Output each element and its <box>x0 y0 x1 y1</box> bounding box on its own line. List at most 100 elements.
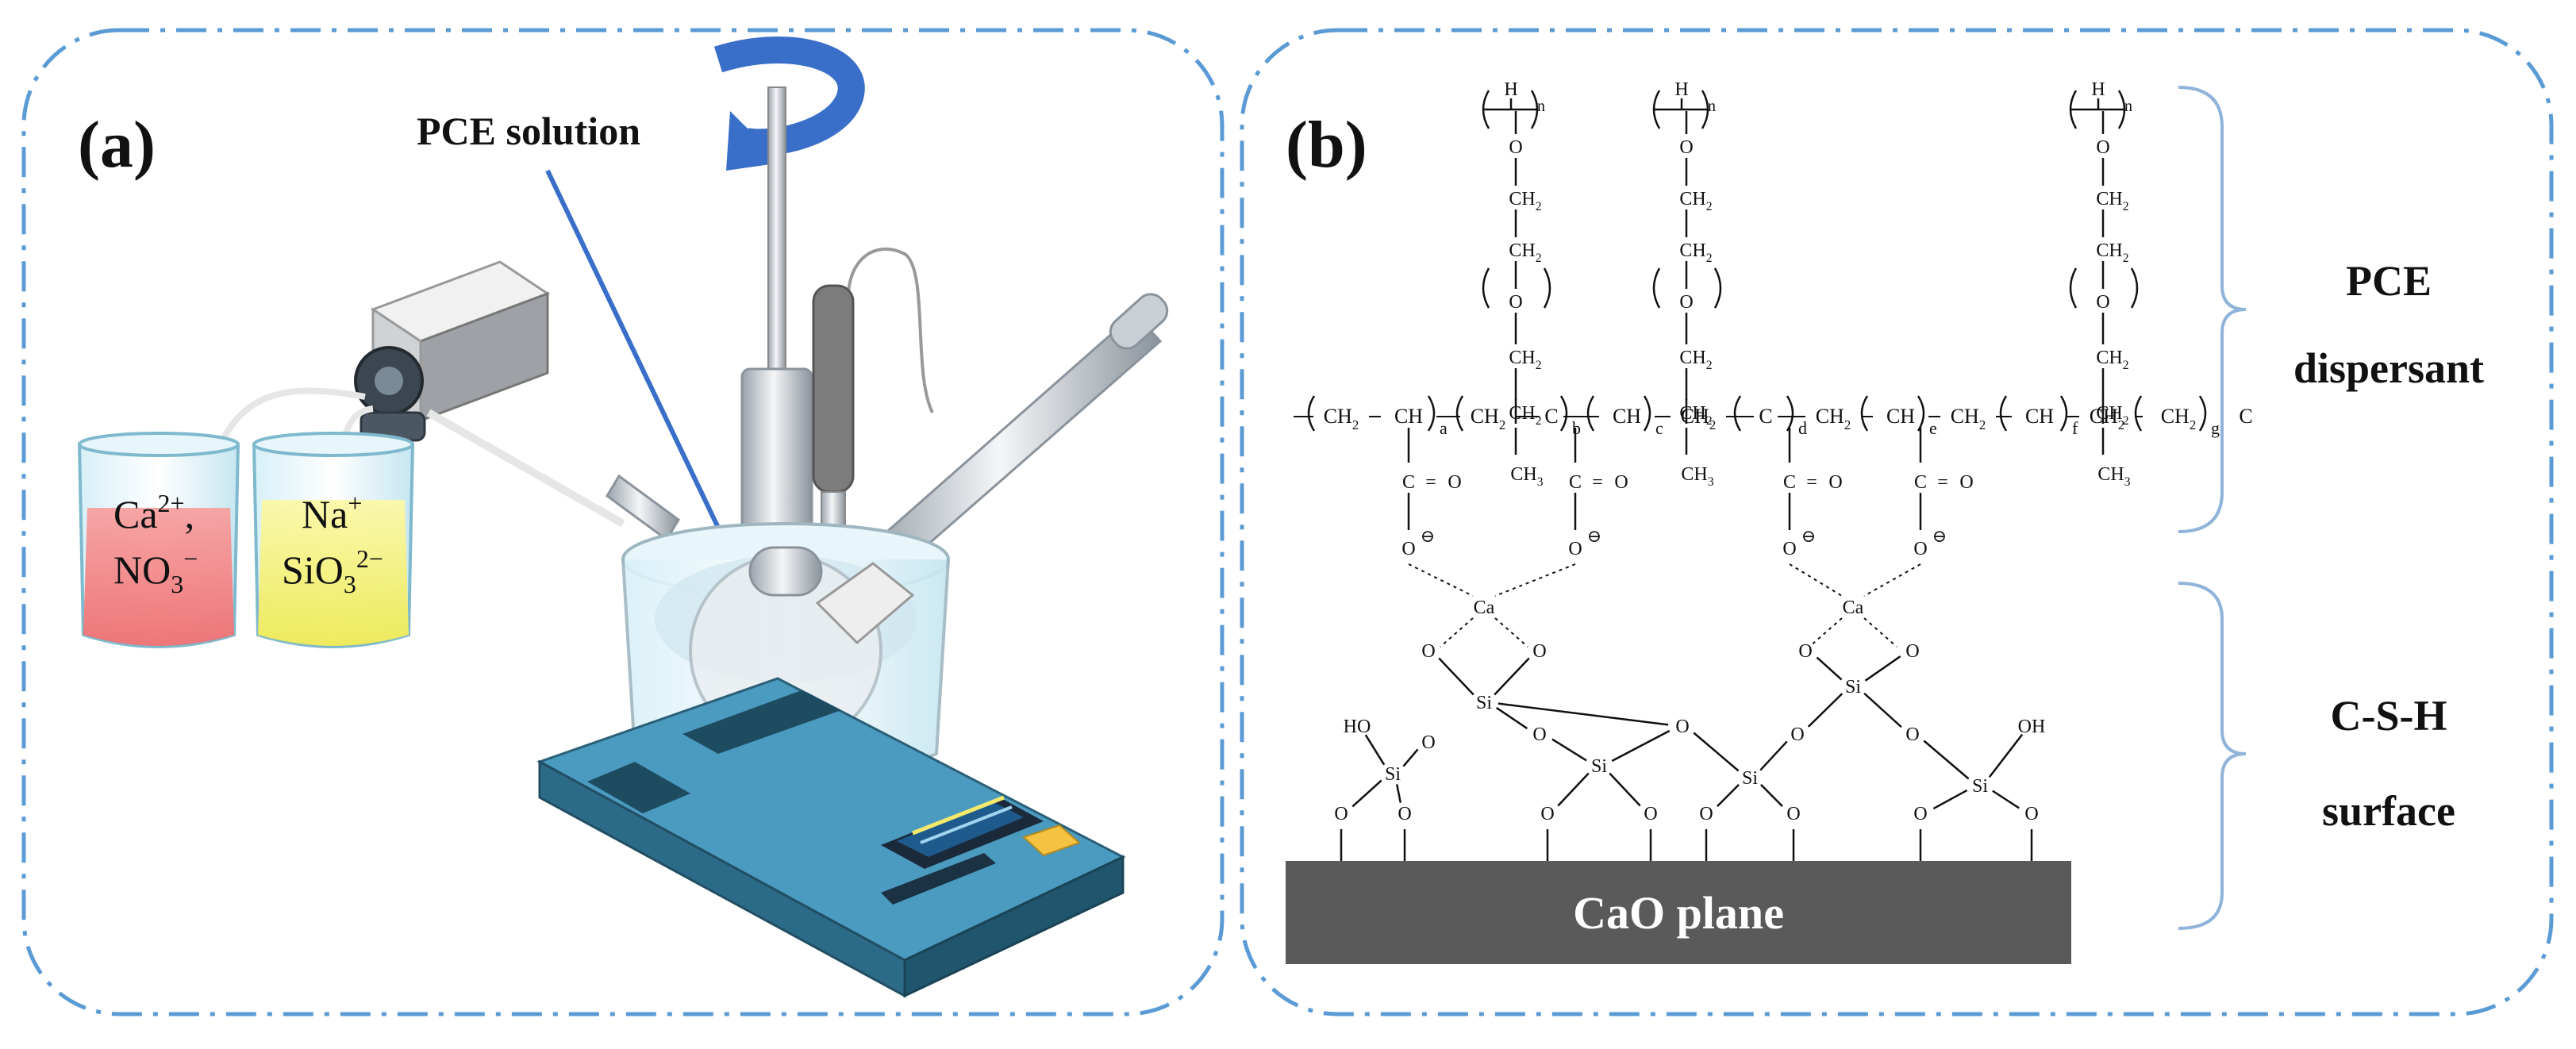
carboxyl-c: C <box>1402 472 1415 493</box>
silicon-atom: Si <box>1972 776 1988 797</box>
pce-solution-label: PCE solution <box>417 109 640 153</box>
side-chain-ch2: CH2 <box>1509 403 1541 428</box>
silicate-bond <box>1693 732 1740 772</box>
magnetic-stirrer-balance <box>536 677 1126 998</box>
repeat-subscript-f: f <box>2072 418 2078 438</box>
side-chain-o: O <box>2096 292 2109 313</box>
backbone-unit: C <box>1759 405 1772 428</box>
beaker-calcium-nitrate <box>77 432 240 648</box>
silicon-atom: Si <box>1591 756 1607 777</box>
molecule-structure: CH2CHCH2CCHCH2CCH2CHCH2CHCH2CH2CabcdefgH… <box>1294 79 2258 861</box>
csh-surface-label-2: surface <box>2322 787 2455 835</box>
silicate-bond <box>1864 655 1901 682</box>
repeat-subscript-a: a <box>1440 418 1448 438</box>
oxygen-atom: O <box>1675 717 1689 737</box>
methyl-group: CH3 <box>2097 464 2130 489</box>
paren-right <box>1427 395 1436 432</box>
paren-left <box>1999 395 2008 432</box>
carboxyl-c: C <box>1569 472 1582 493</box>
oxygen-atom: O <box>1905 724 1919 745</box>
cao-plane <box>1286 861 2071 964</box>
ionic-bond <box>1408 563 1474 597</box>
backbone-unit: CH2 <box>2161 405 2197 432</box>
hydroxyl-group: OH <box>2018 717 2046 737</box>
silicate-bond <box>1759 740 1788 771</box>
oxygen-atom: O <box>1786 804 1800 824</box>
paren-left <box>1860 395 1869 432</box>
side-chain-o: O <box>1509 292 1522 313</box>
paren-right <box>1643 395 1651 432</box>
ionic-bond <box>1440 617 1474 647</box>
backbone-unit: CH2 <box>1324 405 1359 432</box>
paren-left <box>1586 395 1595 432</box>
backbone-unit: CH <box>2025 405 2054 428</box>
side-chain-ch2: CH2 <box>2096 348 2128 372</box>
silicon-atom: Si <box>1742 768 1758 789</box>
beaker-sodium-silicate <box>252 432 415 648</box>
carboxyl-o: O <box>1959 472 1973 493</box>
side-chain-ch2: CH2 <box>1509 240 1541 265</box>
methyl-group: CH3 <box>1510 464 1543 489</box>
beaker1-formula-line2: NO3− <box>113 544 198 598</box>
oxygen-atom: O <box>1421 732 1435 753</box>
backbone-unit: CH2 <box>1951 405 1986 432</box>
carboxyl-double-bond: = <box>1592 472 1603 493</box>
silicate-bond <box>1395 784 1402 803</box>
silicate-bond <box>1402 748 1419 767</box>
paren-left <box>1733 395 1742 432</box>
negative-charge: ⊖ <box>1801 526 1816 546</box>
methyl-group: CH3 <box>1681 464 1713 489</box>
side-chain-h: H <box>1504 79 1517 100</box>
side-chain-n: n <box>2124 98 2132 115</box>
silicate-bond <box>1611 729 1671 763</box>
repeat-subscript-e: e <box>1929 418 1937 438</box>
backbone-unit: CH2 <box>1471 405 1506 432</box>
oxygen-atom: O <box>1398 804 1411 824</box>
backbone-unit: CH2 <box>1816 405 1851 432</box>
oxygen-atom: O <box>1798 641 1812 662</box>
panel-a-label: (a) <box>78 108 156 182</box>
csh-surface-label-1: C-S-H <box>2331 692 2447 740</box>
paren-left <box>1482 90 1490 129</box>
pce-dispersant-label-1: PCE <box>2346 257 2432 305</box>
paren-right <box>1786 395 1794 432</box>
silicate-bond <box>1351 779 1382 808</box>
paren-left <box>1307 395 1316 432</box>
backbone-unit: C <box>2239 405 2252 428</box>
panel-a-border <box>21 28 1225 1016</box>
ionic-bond <box>1494 617 1528 647</box>
backbone-unit: CH <box>1394 405 1423 428</box>
panel-b-label: (b) <box>1286 108 1367 182</box>
side-chain-n: n <box>1708 98 1716 115</box>
side-chain-ch2: CH2 <box>1679 240 1712 265</box>
silicon-atom: Si <box>1385 764 1401 785</box>
oxygen-atom: O <box>1790 724 1804 745</box>
reactor-port <box>740 367 813 545</box>
pump-tube-3 <box>426 409 625 528</box>
silicate-bond <box>1760 783 1783 808</box>
ionic-bond <box>1863 563 1921 597</box>
oxygen-atom: O <box>1699 804 1713 824</box>
silicon-atom: Si <box>1476 693 1492 713</box>
silicate-bond <box>1807 693 1844 728</box>
carboxyl-o: O <box>1448 472 1461 493</box>
backbone-unit: CH <box>1613 405 1641 428</box>
beaker1-formula-line1: Ca2+, <box>113 489 194 536</box>
paren-left <box>2069 90 2078 129</box>
side-chain-o: O <box>1509 137 1522 158</box>
oxygen-atom: O <box>1532 641 1546 662</box>
silicate-bond <box>1557 772 1590 807</box>
beaker2-formula-line2: SiO32− <box>282 544 383 598</box>
paren-left <box>1482 267 1490 309</box>
pce-solution-arrow <box>545 169 721 529</box>
silicate-bond <box>1609 772 1641 807</box>
silicate-bond <box>1992 790 2020 809</box>
side-chain-o: O <box>2096 137 2109 158</box>
side-chain-ch2: CH2 <box>2096 403 2128 428</box>
negative-charge: ⊖ <box>1587 526 1601 546</box>
carboxylate-o: O <box>1568 539 1582 559</box>
side-chain-ch2: CH2 <box>1679 403 1712 428</box>
carboxyl-c: C <box>1783 472 1796 493</box>
oxygen-atom: O <box>1532 724 1546 745</box>
